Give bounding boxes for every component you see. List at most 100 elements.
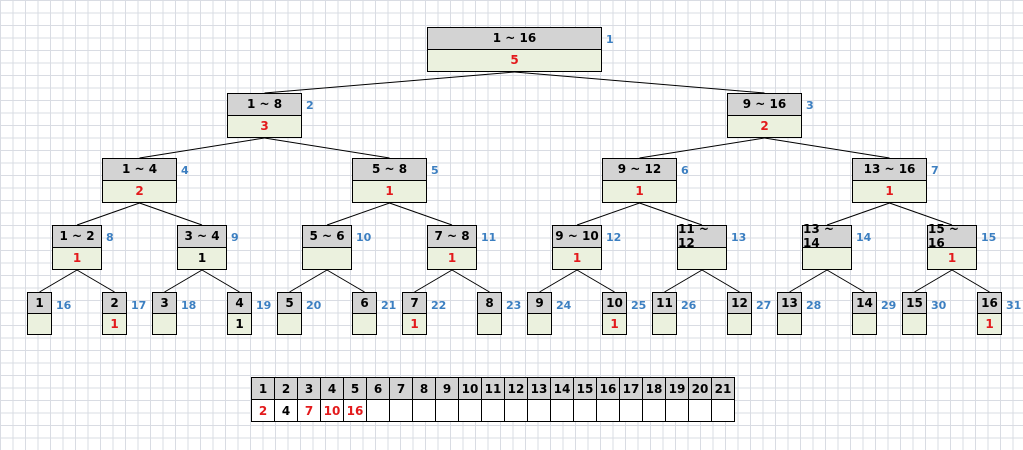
- array-index-cell: 8: [412, 377, 436, 400]
- tree-edge-6-13: [639, 202, 703, 226]
- tree-node-16: 1: [27, 292, 52, 335]
- node-value: [353, 313, 376, 334]
- node-index-label: 4: [181, 164, 189, 177]
- array-value-cell: [366, 399, 390, 422]
- node-value: 1: [353, 180, 426, 202]
- node-value: 1: [603, 313, 626, 334]
- node-range-label: 3 ~ 4: [178, 226, 226, 248]
- node-range-label: 13 ~ 14: [803, 222, 851, 250]
- array-index-cell: 3: [297, 377, 321, 400]
- array-value-cell: [504, 399, 528, 422]
- tree-edge-12-24: [539, 269, 578, 293]
- node-value: 1: [603, 180, 676, 202]
- node-index-label: 18: [181, 299, 197, 312]
- node-index-label: 24: [556, 299, 572, 312]
- node-range-label: 8: [478, 293, 501, 314]
- node-range-label: 6: [353, 293, 376, 314]
- node-value: 1: [103, 313, 126, 334]
- array-index-cell: 14: [550, 377, 574, 400]
- tree-edge-5-10: [326, 202, 390, 226]
- array-index-cell: 20: [688, 377, 712, 400]
- node-range-label: 3: [153, 293, 176, 314]
- tree-edge-2-5: [264, 137, 390, 159]
- tree-edge-3-7: [764, 137, 890, 159]
- node-range-label: 5 ~ 8: [353, 159, 426, 181]
- node-range-label: 2: [103, 293, 126, 314]
- array-index-cell: 13: [527, 377, 551, 400]
- node-value: 1: [53, 247, 101, 269]
- node-range-label: 13: [778, 293, 801, 314]
- tree-edge-8-17: [76, 269, 115, 293]
- node-index-label: 3: [806, 99, 814, 112]
- tree-edge-10-21: [326, 269, 365, 293]
- node-range-label: 13 ~ 16: [853, 159, 926, 181]
- node-index-label: 8: [106, 231, 114, 244]
- tree-edge-5-11: [389, 202, 453, 226]
- array-index-cell: 19: [665, 377, 689, 400]
- node-range-label: 16: [978, 293, 1001, 314]
- tree-node-24: 9: [527, 292, 552, 335]
- node-index-label: 27: [756, 299, 772, 312]
- tree-edge-4-8: [76, 202, 140, 226]
- array-value-cell: [619, 399, 643, 422]
- node-range-label: 9 ~ 16: [728, 94, 801, 116]
- node-value: 1: [978, 313, 1001, 334]
- node-index-label: 21: [381, 299, 397, 312]
- tree-edge-1-3: [514, 71, 765, 94]
- node-value: [853, 313, 876, 334]
- tree-edge-14-28: [789, 269, 828, 293]
- node-value: 1: [928, 247, 976, 269]
- array-index-cell: 10: [458, 377, 482, 400]
- array-index-cell: 12: [504, 377, 528, 400]
- node-index-label: 17: [131, 299, 147, 312]
- tree-node-23: 8: [477, 292, 502, 335]
- array-index-cell: 21: [711, 377, 735, 400]
- array-value-cell: [458, 399, 482, 422]
- array-index-cell: 11: [481, 377, 505, 400]
- tree-edge-15-30: [914, 269, 953, 293]
- node-range-label: 7: [403, 293, 426, 314]
- array-index-cell: 16: [596, 377, 620, 400]
- node-value: [153, 313, 176, 334]
- array-value-cell: [389, 399, 413, 422]
- node-index-label: 16: [56, 299, 72, 312]
- tree-edge-11-23: [451, 269, 490, 293]
- node-value: 1: [228, 313, 251, 334]
- node-range-label: 10: [603, 293, 626, 314]
- array-value-cell: 4: [274, 399, 298, 422]
- array-value-cell: [412, 399, 436, 422]
- tree-node-21: 6: [352, 292, 377, 335]
- node-range-label: 7 ~ 8: [428, 226, 476, 248]
- node-value: 2: [728, 115, 801, 137]
- tree-node-29: 14: [852, 292, 877, 335]
- tree-node-13: 11 ~ 12: [677, 222, 727, 270]
- node-range-label: 9 ~ 12: [603, 159, 676, 181]
- tree-node-28: 13: [777, 292, 802, 335]
- node-value: 3: [228, 115, 301, 137]
- array-value-cell: 7: [297, 399, 321, 422]
- node-range-label: 9: [528, 293, 551, 314]
- node-value: [728, 313, 751, 334]
- array-value-cell: [550, 399, 574, 422]
- node-value: 5: [428, 49, 601, 71]
- node-index-label: 22: [431, 299, 447, 312]
- node-index-label: 6: [681, 164, 689, 177]
- node-index-label: 23: [506, 299, 522, 312]
- node-index-label: 5: [431, 164, 439, 177]
- array-index-cell: 9: [435, 377, 459, 400]
- node-value: [28, 313, 51, 334]
- array-value-cell: [665, 399, 689, 422]
- node-range-label: 14: [853, 293, 876, 314]
- array-index-cell: 18: [642, 377, 666, 400]
- tree-edge-8-16: [39, 269, 78, 293]
